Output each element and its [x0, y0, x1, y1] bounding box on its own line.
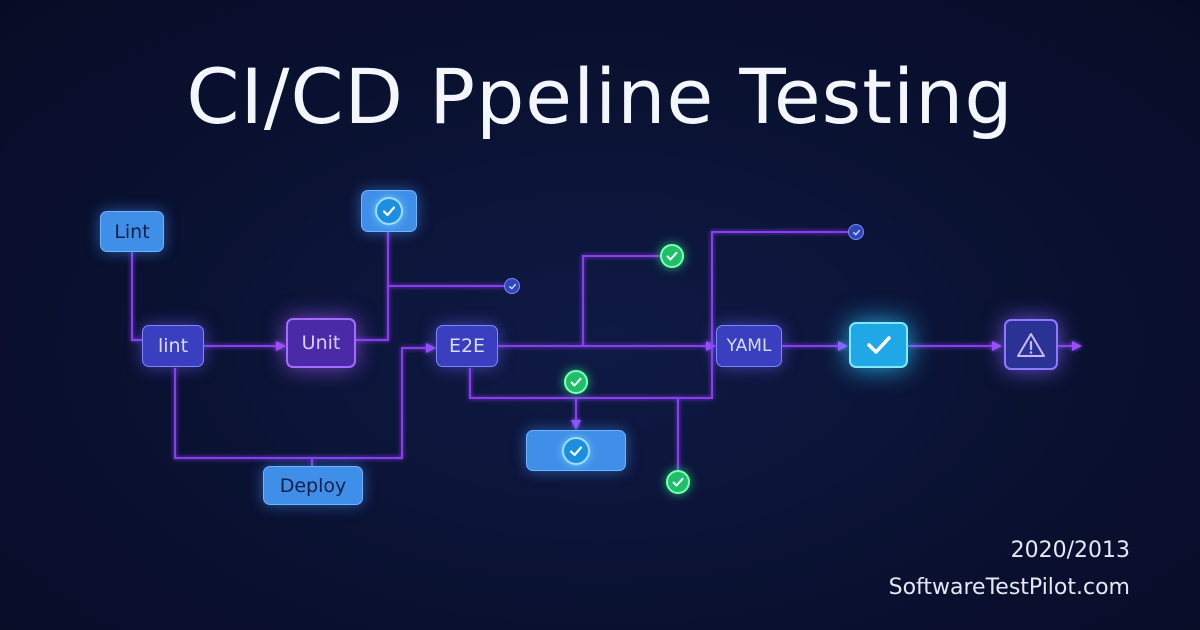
edge-branch-green-top	[582, 255, 660, 346]
node-e2e-check-box[interactable]	[526, 430, 626, 471]
node-unit-check[interactable]	[361, 190, 417, 232]
node-e2e[interactable]: E2E	[436, 325, 498, 367]
node-deploy-label: Deploy	[279, 474, 347, 497]
edge-lint-top-to-lint	[131, 252, 142, 341]
node-unit[interactable]: Unit	[286, 318, 356, 368]
edge-deploy-to-e2e	[312, 343, 436, 459]
node-unit-label: Unit	[301, 332, 341, 354]
check-icon	[666, 470, 690, 494]
edge-lint-to-deploy	[174, 368, 313, 466]
node-e2e-label: E2E	[448, 335, 486, 357]
page-title: CI/CD Ppeline Testing	[186, 52, 1014, 141]
check-icon	[504, 278, 520, 294]
check-icon	[564, 370, 588, 394]
node-lint-top[interactable]: Lint	[100, 211, 164, 252]
node-yaml[interactable]: YAML	[716, 325, 782, 367]
edge-branch-yaml-top	[711, 231, 848, 370]
footer-site[interactable]: SoftwareTestPilot.com	[888, 575, 1130, 600]
check-icon	[866, 336, 891, 354]
check-icon	[660, 244, 684, 268]
node-warning[interactable]	[1004, 319, 1058, 370]
edge-e2e-lower	[469, 368, 713, 399]
check-icon	[848, 224, 864, 240]
warning-triangle-icon	[1017, 332, 1045, 357]
node-lint-label: lint	[157, 335, 189, 357]
footer-year: 2020/2013	[1010, 538, 1130, 563]
node-lint-top-label: Lint	[114, 220, 150, 243]
node-lint[interactable]: lint	[142, 325, 204, 367]
node-deploy[interactable]: Deploy	[263, 466, 363, 505]
node-yaml-label: YAML	[726, 336, 772, 356]
check-icon	[375, 197, 403, 225]
edge-unit-to-check	[356, 232, 389, 341]
node-pass-check[interactable]	[849, 322, 908, 368]
check-icon	[562, 436, 590, 465]
